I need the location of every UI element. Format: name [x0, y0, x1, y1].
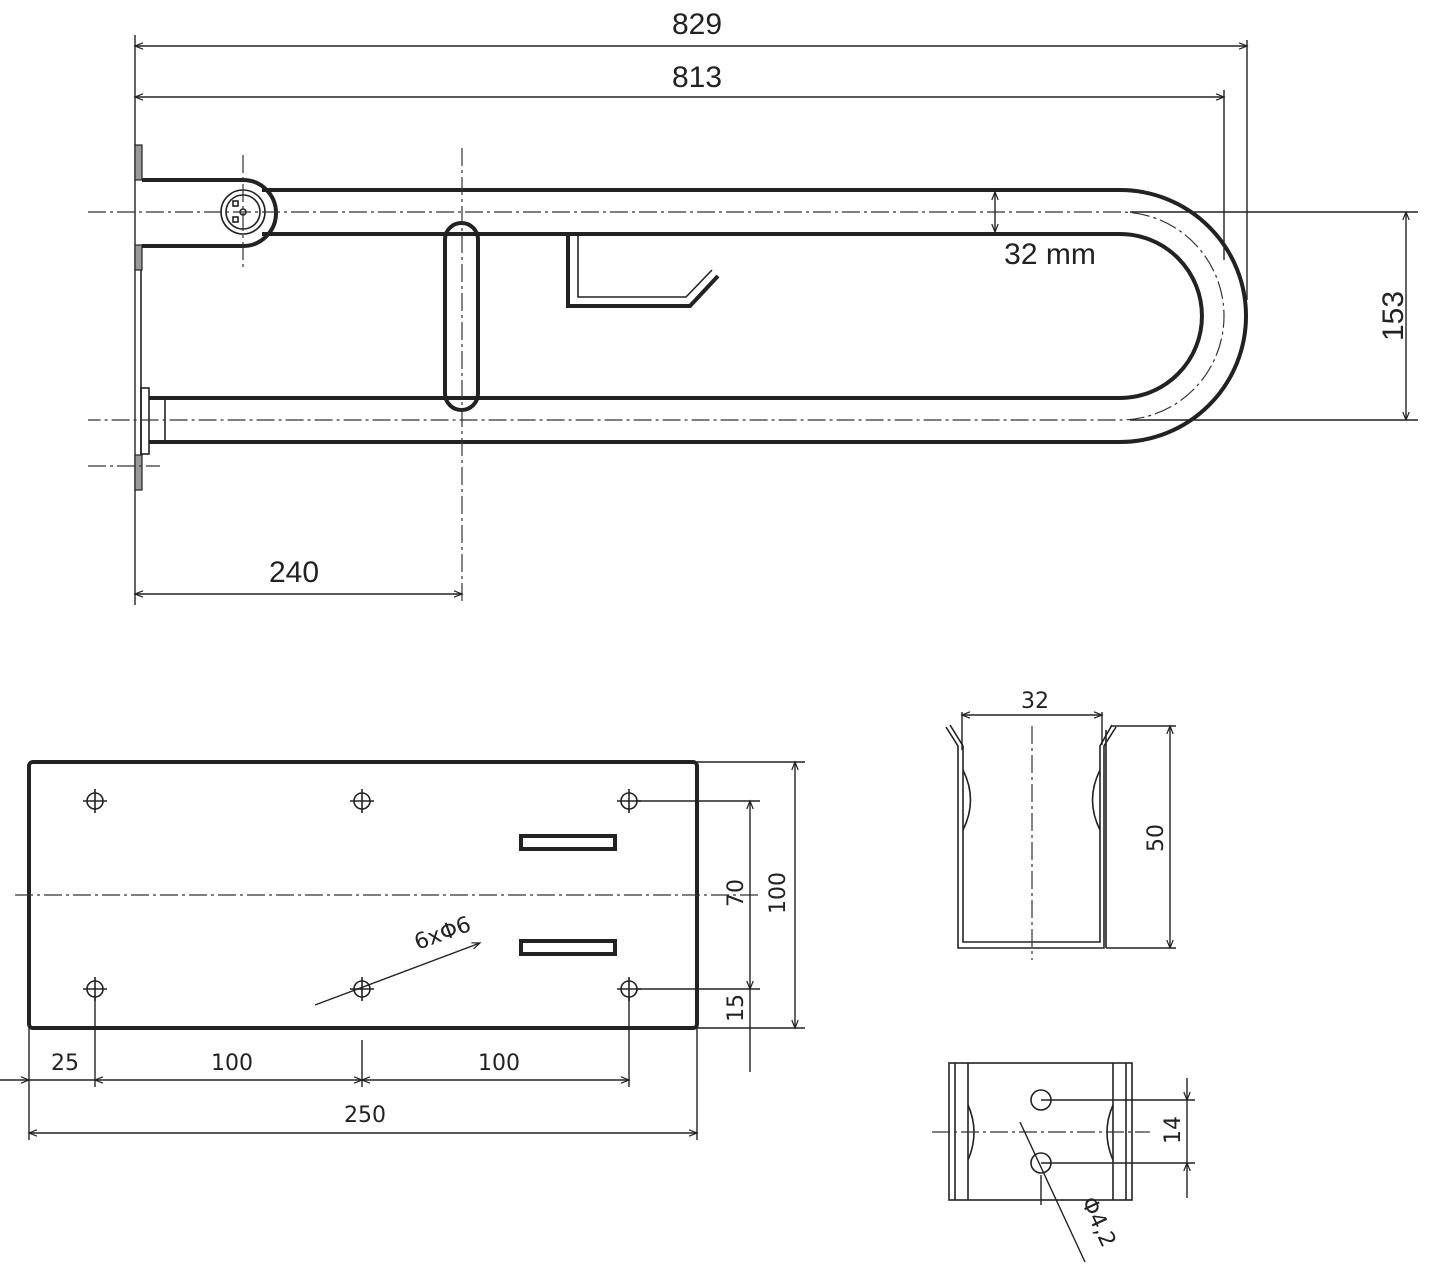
hole-diameter-label: Φ4,2 [1076, 1193, 1121, 1251]
dimension-100a-label: 100 [211, 1051, 253, 1076]
clip-outer [945, 726, 1117, 949]
grab-bar-top-view: 829 813 32 mm 15 [88, 8, 1418, 605]
dimension-15-label: 15 [724, 994, 749, 1022]
dimension-240-label: 240 [269, 556, 319, 589]
clip-spring [962, 769, 972, 831]
mounting-plate-view: 6xΦ6 70 100 15 25 100 100 250 [0, 760, 805, 1140]
wall-plate-section [134, 144, 143, 181]
clip-spring [1091, 769, 1101, 831]
hinge-bracket [142, 178, 278, 248]
hole [350, 977, 374, 1001]
screw-icon [232, 216, 239, 223]
screw-icon [232, 200, 239, 207]
dimension-100-label: 100 [766, 872, 791, 914]
holes-leader [314, 942, 482, 1006]
dimension-50-label: 50 [1144, 824, 1169, 852]
toilet-roll-holder-inner [577, 236, 713, 298]
slot [519, 834, 617, 851]
slot [519, 939, 617, 956]
dimension-14-label: 14 [1161, 1116, 1186, 1144]
toilet-roll-holder [566, 236, 720, 308]
hole [350, 789, 374, 813]
wall-plate-section [134, 244, 143, 271]
dimension-25-label: 25 [51, 1051, 79, 1076]
dimension-153-label: 153 [1377, 291, 1410, 341]
wall-plate-section [134, 454, 143, 491]
clip-bottom-view: 14 Φ4,2 [932, 1062, 1195, 1263]
dimension-813-label: 813 [672, 61, 722, 94]
dimension-100b-label: 100 [478, 1051, 520, 1076]
tube-outer [149, 188, 1248, 444]
dimension-829-label: 829 [672, 8, 722, 41]
hole [83, 789, 107, 813]
clip-side-view: 32 50 [945, 689, 1176, 960]
hole-leader [1019, 1121, 1086, 1263]
dimension-32-label: 32 [1021, 689, 1049, 714]
dimension-250-label: 250 [344, 1103, 386, 1128]
tube-centerline [88, 211, 1225, 421]
dimension-32mm-label: 32 mm [1004, 238, 1096, 271]
lower-mount-flange [140, 387, 150, 455]
tube-inner [149, 232, 1204, 400]
clip-inner [949, 724, 1113, 943]
dimension-70-label: 70 [724, 879, 749, 907]
